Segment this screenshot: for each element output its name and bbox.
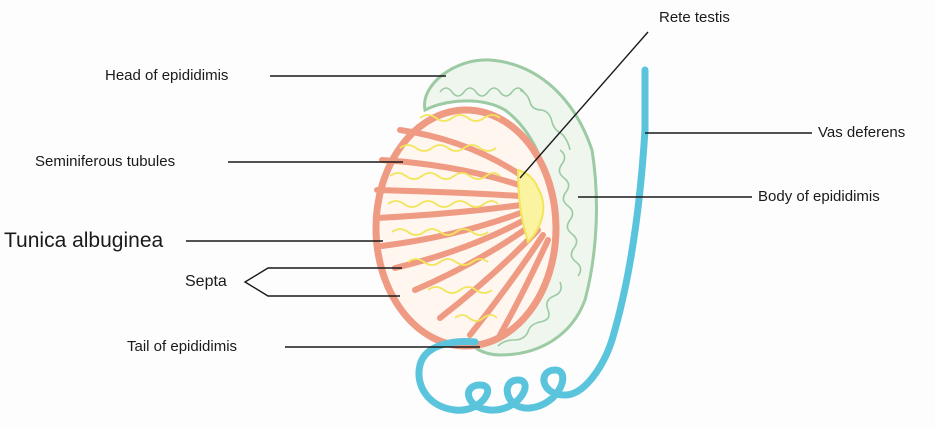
label-rete-testis: Rete testis xyxy=(659,9,730,26)
testis xyxy=(372,106,560,350)
label-tail-of-epididymis: Tail of epididimis xyxy=(127,338,238,355)
leader-lines xyxy=(186,31,812,348)
rete-testis-shape xyxy=(516,168,545,244)
label-body-of-epididymis: Body of epididimis xyxy=(758,188,880,205)
label-septa: Septa xyxy=(185,273,227,290)
vas-deferens xyxy=(415,66,649,414)
label-head-of-epididymis: Head of epididimis xyxy=(105,67,229,84)
seminiferous-tubules-squiggles xyxy=(387,114,501,322)
label-seminiferous-tubules: Seminiferous tubules xyxy=(35,153,176,170)
label-tunica-albuginea: Tunica albuginea xyxy=(4,229,164,252)
label-vas-deferens: Vas deferens xyxy=(818,124,906,141)
leader-septa xyxy=(243,267,402,297)
epididymis-coils xyxy=(439,87,582,347)
leader-rete-testis xyxy=(519,31,649,179)
